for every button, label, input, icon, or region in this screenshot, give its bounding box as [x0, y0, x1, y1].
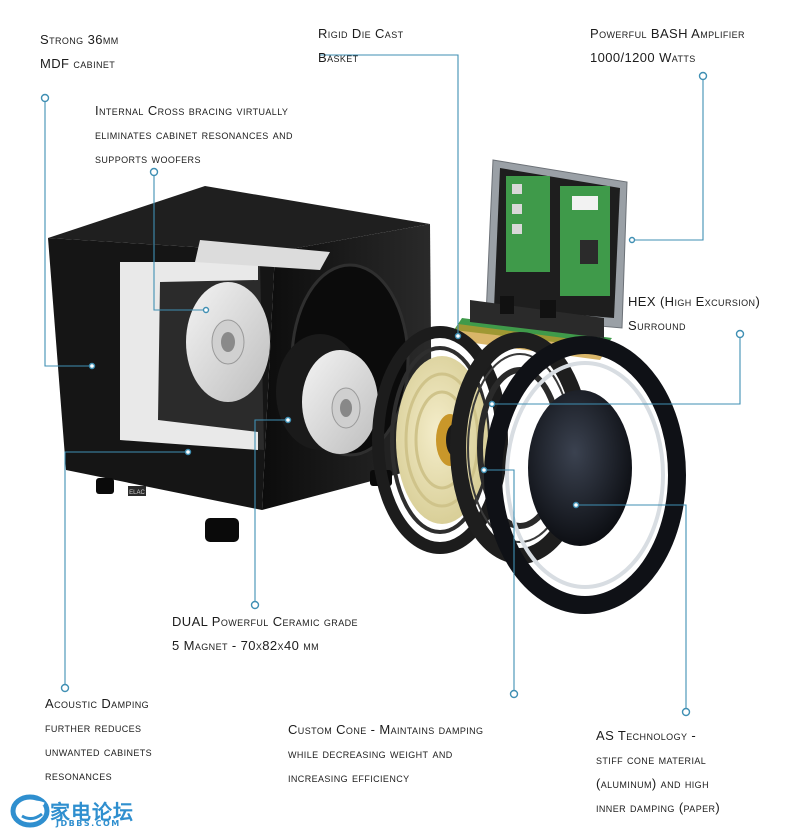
callout-lines	[44, 54, 741, 712]
label-hex-surround: HEX (High Excursion) Surround	[628, 290, 760, 338]
label-dual-magnet: DUAL Powerful Ceramic grade 5 Magnet - 7…	[172, 610, 358, 658]
label-mdf-cabinet: Strong 36mm MDF cabinet	[40, 28, 119, 76]
label-mdf-line1: Strong 36mm	[40, 32, 119, 47]
label-cone-line1: Custom Cone - Maintains damping	[288, 722, 484, 737]
label-acoustic-damping: Acoustic Damping further reduces unwante…	[45, 692, 152, 788]
watermark-cn: 家电论坛	[50, 800, 134, 824]
label-custom-cone: Custom Cone - Maintains damping while de…	[288, 718, 483, 790]
bash-amplifier	[452, 159, 628, 360]
label-as-technology: AS Technology - stiff cone material (alu…	[596, 724, 720, 820]
label-bash-amplifier: Powerful BASH Amplifier 1000/1200 Watts	[590, 22, 745, 70]
label-mdf-line2: MDF cabinet	[40, 56, 116, 71]
label-die-cast-basket: Rigid Die Cast Basket	[318, 22, 404, 70]
label-hex-line2: Surround	[628, 318, 686, 333]
label-amplifier-line1: Powerful BASH Amplifier	[590, 26, 745, 41]
label-magnet-line1: DUAL Powerful Ceramic grade	[172, 614, 358, 629]
callout-dots	[40, 71, 745, 717]
label-as-line4: inner damping (paper)	[596, 800, 721, 815]
jdbbs-logo-icon	[10, 794, 50, 828]
cabinet-badge: ELAC	[129, 490, 145, 496]
as-technology-driver	[484, 336, 686, 614]
label-as-line1: AS Technology -	[596, 728, 697, 743]
label-cone-line2: while decreasing weight and	[288, 746, 453, 761]
label-damping-line4: resonances	[45, 768, 113, 783]
label-as-line3: (aluminum) and high	[596, 776, 709, 791]
label-amplifier-line2: 1000/1200 Watts	[590, 50, 696, 65]
label-magnet-line2: 5 Magnet - 70x82x40 mm	[172, 638, 320, 653]
label-hex-line1: HEX (High Excursion)	[628, 294, 761, 309]
label-damping-line2: further reduces	[45, 720, 142, 735]
label-damping-line1: Acoustic Damping	[45, 696, 150, 711]
label-basket-line2: Basket	[318, 50, 359, 65]
label-cone-line3: increasing efficiency	[288, 770, 410, 785]
label-damping-line3: unwanted cabinets	[45, 744, 153, 759]
watermark-en: JDBBS.COM	[56, 819, 121, 828]
label-as-line2: stiff cone material	[596, 752, 707, 767]
label-bracing-line3: supports woofers	[95, 151, 201, 166]
label-basket-line1: Rigid Die Cast	[318, 26, 404, 41]
label-bracing-line2: eliminates cabinet resonances and	[95, 127, 293, 142]
label-bracing-line1: Internal Cross bracing virtually	[95, 103, 289, 118]
rear-magnet	[186, 282, 270, 402]
front-magnet	[276, 334, 378, 454]
label-cross-bracing: Internal Cross bracing virtually elimina…	[95, 99, 293, 171]
